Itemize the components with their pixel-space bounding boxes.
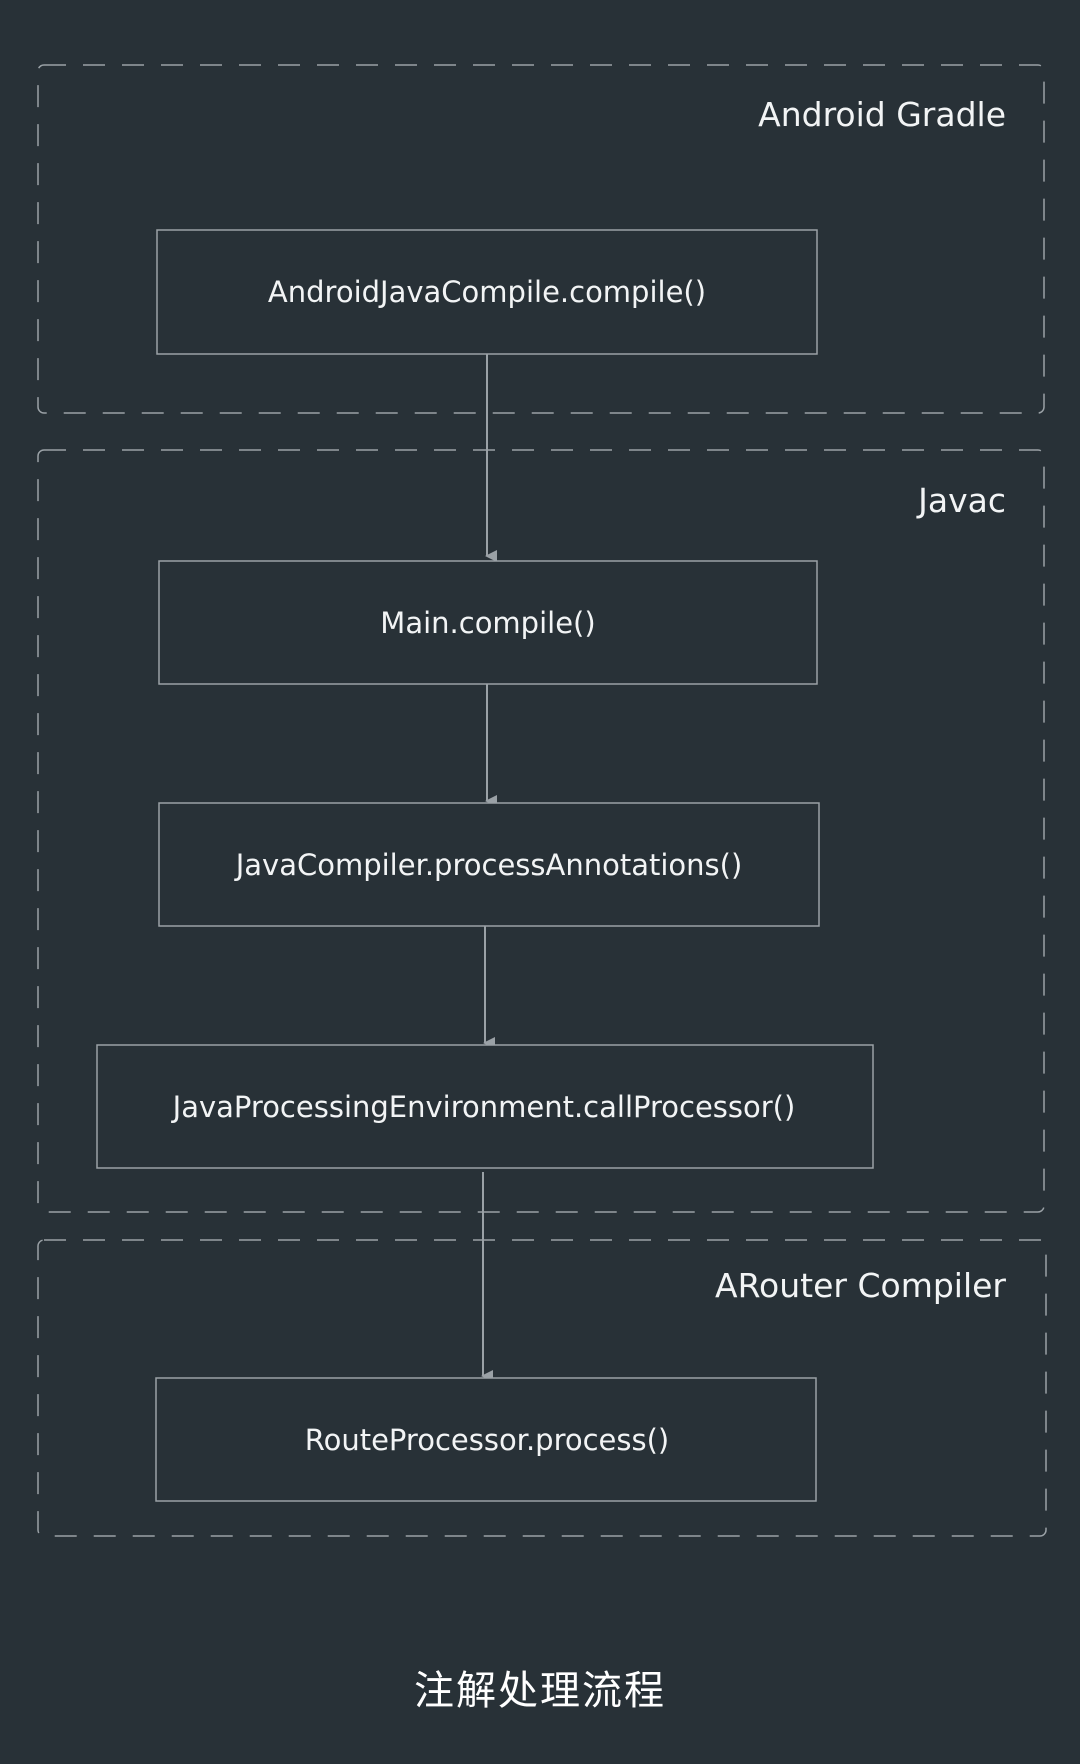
step-call-processor-label: JavaProcessingEnvironment.callProcessor(… bbox=[171, 1090, 796, 1124]
group-javac-frame bbox=[37, 449, 1045, 1213]
group-android-gradle-label: Android Gradle bbox=[758, 95, 1006, 134]
group-javac-label: Javac bbox=[916, 481, 1006, 520]
group-arouter-compiler-label: ARouter Compiler bbox=[715, 1266, 1006, 1305]
group-arouter-compiler-frame bbox=[37, 1239, 1047, 1537]
step-android-java-compile: AndroidJavaCompile.compile() bbox=[156, 229, 818, 355]
step-call-processor: JavaProcessingEnvironment.callProcessor(… bbox=[96, 1044, 874, 1169]
step-android-java-compile-label: AndroidJavaCompile.compile() bbox=[268, 275, 706, 309]
step-route-process-label: RouteProcessor.process() bbox=[305, 1423, 669, 1457]
group-android-gradle-frame bbox=[37, 64, 1045, 414]
step-main-compile-label: Main.compile() bbox=[380, 606, 595, 640]
step-process-annotations-label: JavaCompiler.processAnnotations() bbox=[234, 848, 743, 882]
step-process-annotations: JavaCompiler.processAnnotations() bbox=[158, 802, 820, 927]
diagram-caption: 注解处理流程 bbox=[414, 1668, 666, 1714]
step-main-compile: Main.compile() bbox=[158, 560, 818, 685]
step-route-process: RouteProcessor.process() bbox=[155, 1377, 817, 1502]
